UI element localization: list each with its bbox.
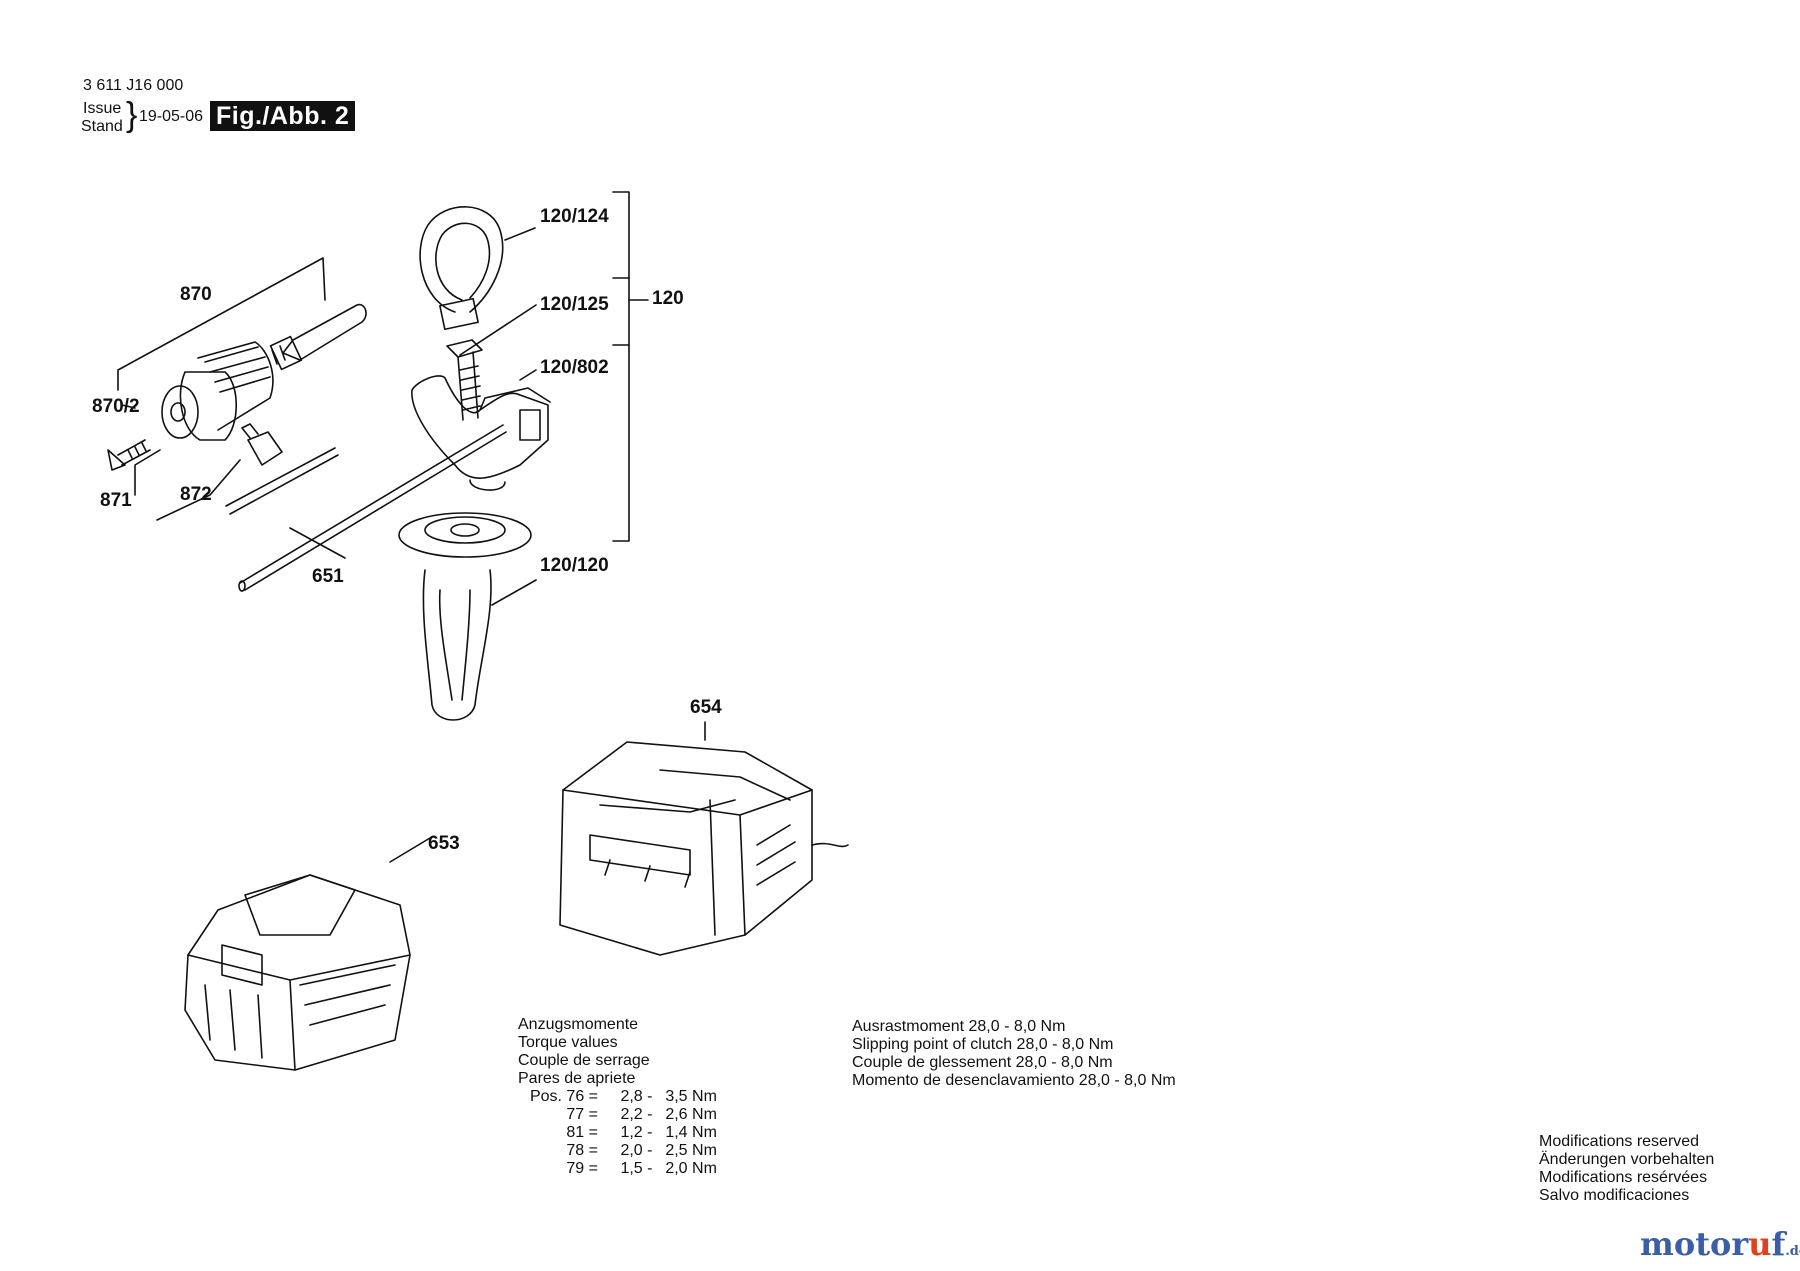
callout-120-120: 120/120 (540, 555, 609, 576)
motoruf-watermark: motoruf.de (1640, 1225, 1800, 1263)
modifications-en: Modifications reserved (1539, 1133, 1700, 1150)
torque-title-en: Torque values (518, 1034, 618, 1051)
callout-651: 651 (312, 566, 344, 587)
sds-adapter-part (269, 303, 367, 371)
stand-label: Stand (81, 118, 123, 135)
figure-label: Fig./Abb. 2 (210, 101, 356, 131)
modifications-de: Änderungen vorbehalten (1539, 1151, 1715, 1168)
modifications-es: Salvo modificaciones (1539, 1187, 1690, 1204)
clutch-line-en: Slipping point of clutch 28,0 - 8,0 Nm (852, 1036, 1114, 1053)
callout-870-2: 870/2 (92, 396, 140, 417)
leader-120-124 (504, 227, 536, 241)
callout-120: 120 (652, 288, 684, 309)
callout-120-125: 120/125 (540, 294, 609, 315)
screw-part (107, 439, 151, 471)
callout-870: 870 (180, 284, 212, 305)
torque-row: 81 = 1,2 - 1,4 Nm (566, 1124, 717, 1141)
watermark-text: motoruf (1640, 1225, 1786, 1263)
clutch-line-de: Ausrastmoment 28,0 - 8,0 Nm (852, 1018, 1066, 1035)
clutch-line-fr: Couple de glessement 28,0 - 8,0 Nm (852, 1054, 1113, 1071)
callout-120-124: 120/124 (540, 206, 609, 227)
leader-120-120 (491, 579, 537, 606)
bolt-part (446, 339, 483, 421)
torque-row: 78 = 2,0 - 2,5 Nm (566, 1142, 717, 1159)
torque-row: 79 = 1,5 - 2,0 Nm (566, 1160, 717, 1177)
leader-120-802 (519, 369, 537, 381)
callout-871: 871 (100, 490, 132, 511)
torque-values-block: Anzugsmomente Torque values Couple de se… (518, 1016, 717, 1178)
battery-pack-part (184, 874, 411, 1071)
leader-870-2 (121, 404, 136, 409)
issue-date: 19-05-06 (139, 108, 204, 125)
drill-chuck-part (161, 341, 274, 441)
modifications-block: Modifications reserved Änderungen vorbeh… (1539, 1133, 1714, 1205)
side-grip-part (398, 512, 532, 721)
watermark-suffix: .de (1785, 1244, 1800, 1259)
leader-120-125 (459, 304, 537, 356)
torque-title-es: Pares de apriete (518, 1070, 636, 1087)
part-number: 3 611 J16 000 (83, 77, 184, 94)
callout-872: 872 (180, 484, 212, 505)
group-120-bracket (612, 191, 649, 542)
leader-653 (389, 837, 431, 863)
header-brace: } (126, 96, 138, 134)
torque-row: Pos. 76 = 2,8 - 3,5 Nm (529, 1088, 717, 1105)
watermark-accent: u (1748, 1225, 1772, 1263)
leader-872 (156, 459, 241, 521)
torque-row: 77 = 2,2 - 2,6 Nm (566, 1106, 717, 1123)
callout-653: 653 (428, 833, 460, 854)
handle-clamp-body (411, 375, 551, 491)
charger-part (559, 741, 849, 956)
leader-871 (134, 449, 161, 496)
leader-870 (117, 257, 326, 391)
callout-654: 654 (690, 697, 722, 718)
chuck-key-part (225, 423, 339, 515)
torque-title-de: Anzugsmomente (518, 1016, 639, 1033)
callout-120-802: 120/802 (540, 357, 609, 378)
clamp-strap-part (419, 206, 504, 331)
issue-label: Issue (83, 100, 122, 117)
torque-title-fr: Couple de serrage (518, 1052, 650, 1069)
modifications-fr: Modifications resérvées (1539, 1169, 1708, 1186)
depth-rod-part (238, 424, 507, 592)
clutch-line-es: Momento de desenclavamiento 28,0 - 8,0 N… (852, 1072, 1176, 1089)
leader-651 (289, 527, 346, 559)
clutch-values-block: Ausrastmoment 28,0 - 8,0 Nm Slipping poi… (852, 1018, 1176, 1090)
